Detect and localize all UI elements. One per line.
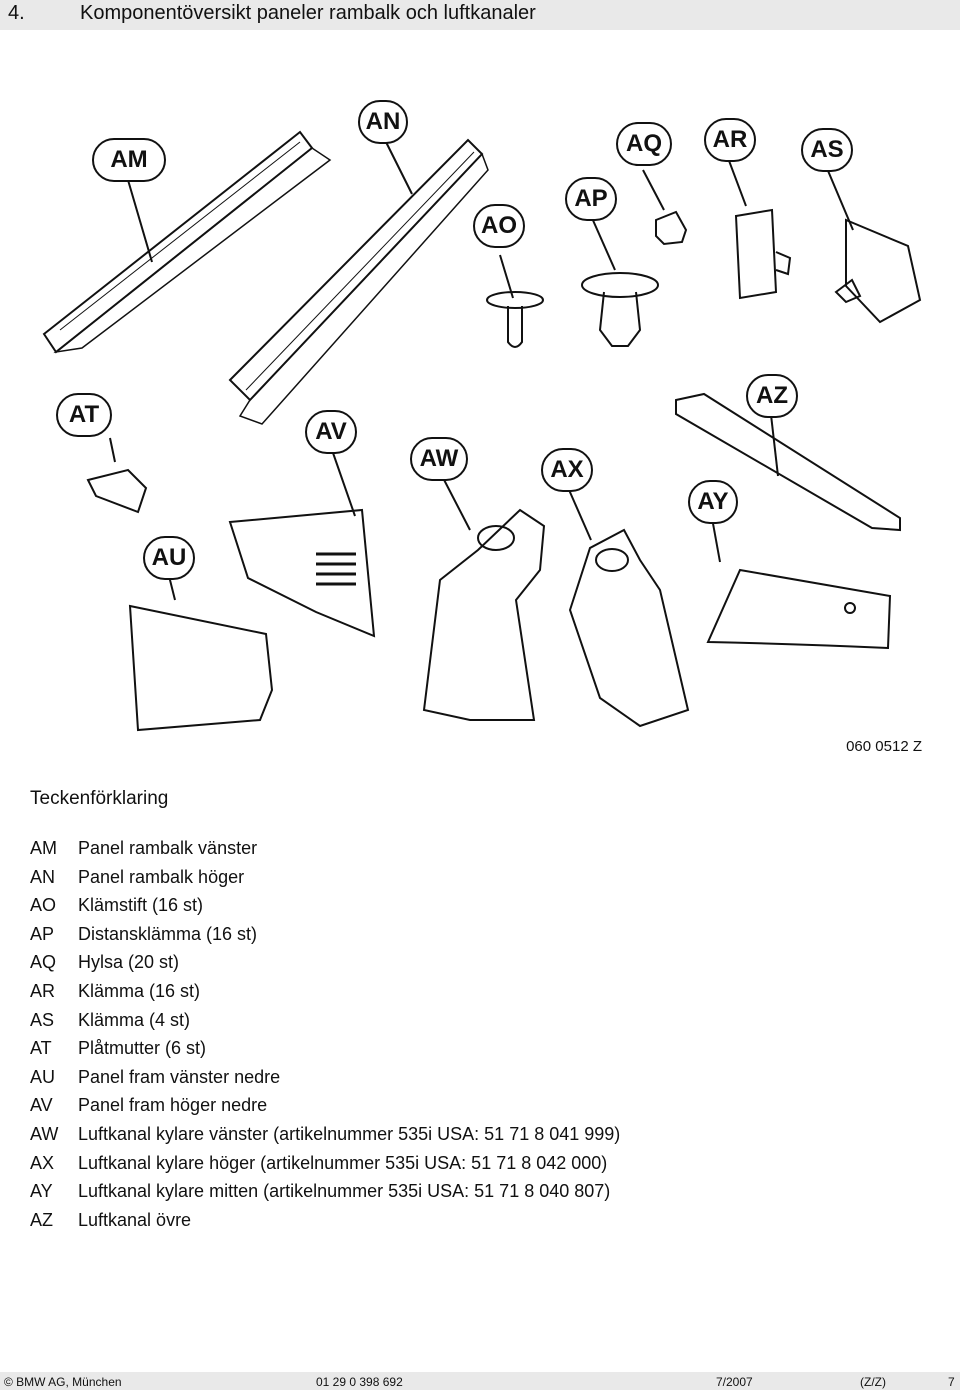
legend-item: AT Plåtmutter (6 st) bbox=[30, 1036, 620, 1065]
legend-code: AM bbox=[30, 838, 57, 858]
legend-item: AN Panel rambalk höger bbox=[30, 865, 620, 894]
footer-copyright: © BMW AG, München bbox=[4, 1375, 122, 1389]
footer-date: 7/2007 bbox=[716, 1375, 753, 1389]
legend-text: Luftkanal övre bbox=[78, 1209, 192, 1230]
legend-text: Panel fram höger nedre bbox=[78, 1095, 268, 1116]
legend-item: AQ Hylsa (20 st) bbox=[30, 950, 620, 979]
callout-am: AM bbox=[92, 138, 166, 182]
legend-text: Luftkanal kylare höger (artikelnummer 53… bbox=[78, 1152, 608, 1173]
callout-ar: AR bbox=[704, 118, 756, 162]
legend-text: Klämma (16 st) bbox=[78, 980, 201, 1001]
legend-text: Plåtmutter (6 st) bbox=[78, 1038, 207, 1059]
callout-au: AU bbox=[143, 536, 195, 580]
callout-as: AS bbox=[801, 128, 853, 172]
legend-code: AV bbox=[30, 1095, 53, 1116]
legend-code: AO bbox=[30, 895, 57, 916]
legend-code: AZ bbox=[30, 1209, 54, 1230]
callout-az: AZ bbox=[746, 374, 798, 418]
legend-code: AY bbox=[30, 1181, 53, 1202]
legend-list: AM Panel rambalk vänster AN Panel rambalk … bbox=[30, 836, 620, 1236]
legend-text: Panel rambalk höger bbox=[78, 866, 245, 887]
callout-av: AV bbox=[305, 410, 357, 454]
legend-item: AZ Luftkanal övre bbox=[30, 1208, 620, 1237]
legend-code: AP bbox=[30, 923, 55, 944]
legend-item: AS Klämma (4 st) bbox=[30, 1008, 620, 1037]
legend-code: AR bbox=[30, 980, 56, 1001]
callout-aw: AW bbox=[410, 437, 468, 481]
legend-code: AU bbox=[30, 1066, 56, 1087]
legend-code: AQ bbox=[30, 952, 57, 973]
legend-text: Panel fram vänster nedre bbox=[78, 1066, 281, 1087]
legend-item: AY Luftkanal kylare mitten (artikelnummer… bbox=[30, 1179, 620, 1208]
component-illustration: AM AN AO AP AQ AR AS AT AV AW AX AY AZ A… bbox=[0, 30, 960, 770]
callout-aq: AQ bbox=[616, 122, 672, 166]
page-footer: © BMW AG, München 01 29 0 398 692 7/2007… bbox=[0, 1372, 960, 1390]
legend-text: Panel rambalk vänster bbox=[78, 838, 258, 858]
page-header: 4. Komponentöversikt paneler rambalk och… bbox=[0, 0, 960, 30]
legend-item: AU Panel fram vänster nedre bbox=[30, 1065, 620, 1094]
legend-code: AW bbox=[30, 1123, 59, 1144]
callout-ao: AO bbox=[473, 204, 525, 248]
callout-ap: AP bbox=[565, 177, 617, 221]
legend-code: AT bbox=[30, 1038, 52, 1059]
legend-item: AX Luftkanal kylare höger (artikelnummer … bbox=[30, 1151, 620, 1180]
legend-item: AP Distansklämma (16 st) bbox=[30, 922, 620, 951]
legend-item: AR Klämma (16 st) bbox=[30, 979, 620, 1008]
legend-text: Klämma (4 st) bbox=[78, 1009, 191, 1030]
legend-code: AS bbox=[30, 1009, 55, 1030]
callout-ay: AY bbox=[688, 480, 738, 524]
parts-drawing bbox=[42, 130, 922, 732]
legend-text: Hylsa (20 st) bbox=[78, 952, 180, 973]
callout-at: AT bbox=[56, 393, 112, 437]
legend-item: AV Panel fram höger nedre bbox=[30, 1093, 620, 1122]
footer-page-number: 7 bbox=[948, 1375, 955, 1389]
footer-code: (Z/Z) bbox=[860, 1375, 886, 1389]
legend-text: Distansklämma (16 st) bbox=[78, 923, 258, 944]
callout-ax: AX bbox=[541, 448, 593, 492]
legend-text: Klämstift (16 st) bbox=[78, 895, 204, 916]
legend-code: AX bbox=[30, 1152, 55, 1173]
footer-doc-number: 01 29 0 398 692 bbox=[316, 1375, 403, 1389]
page-title: Komponentöversikt paneler rambalk och lu… bbox=[80, 2, 536, 24]
legend-text: Luftkanal kylare vänster (artikelnummer … bbox=[78, 1123, 621, 1144]
legend-code: AN bbox=[30, 866, 56, 887]
legend-text: Luftkanal kylare mitten (artikelnummer 5… bbox=[78, 1181, 611, 1202]
section-number: 4. bbox=[8, 2, 25, 24]
legend-item: AW Luftkanal kylare vänster (artikelnumme… bbox=[30, 1122, 620, 1151]
legend-item: AM Panel rambalk vänster bbox=[30, 836, 620, 865]
legend-item: AO Klämstift (16 st) bbox=[30, 893, 620, 922]
figure-reference: 060 0512 Z bbox=[846, 738, 922, 755]
callout-an: AN bbox=[358, 100, 408, 144]
legend-title: Teckenförklaring bbox=[30, 788, 169, 809]
